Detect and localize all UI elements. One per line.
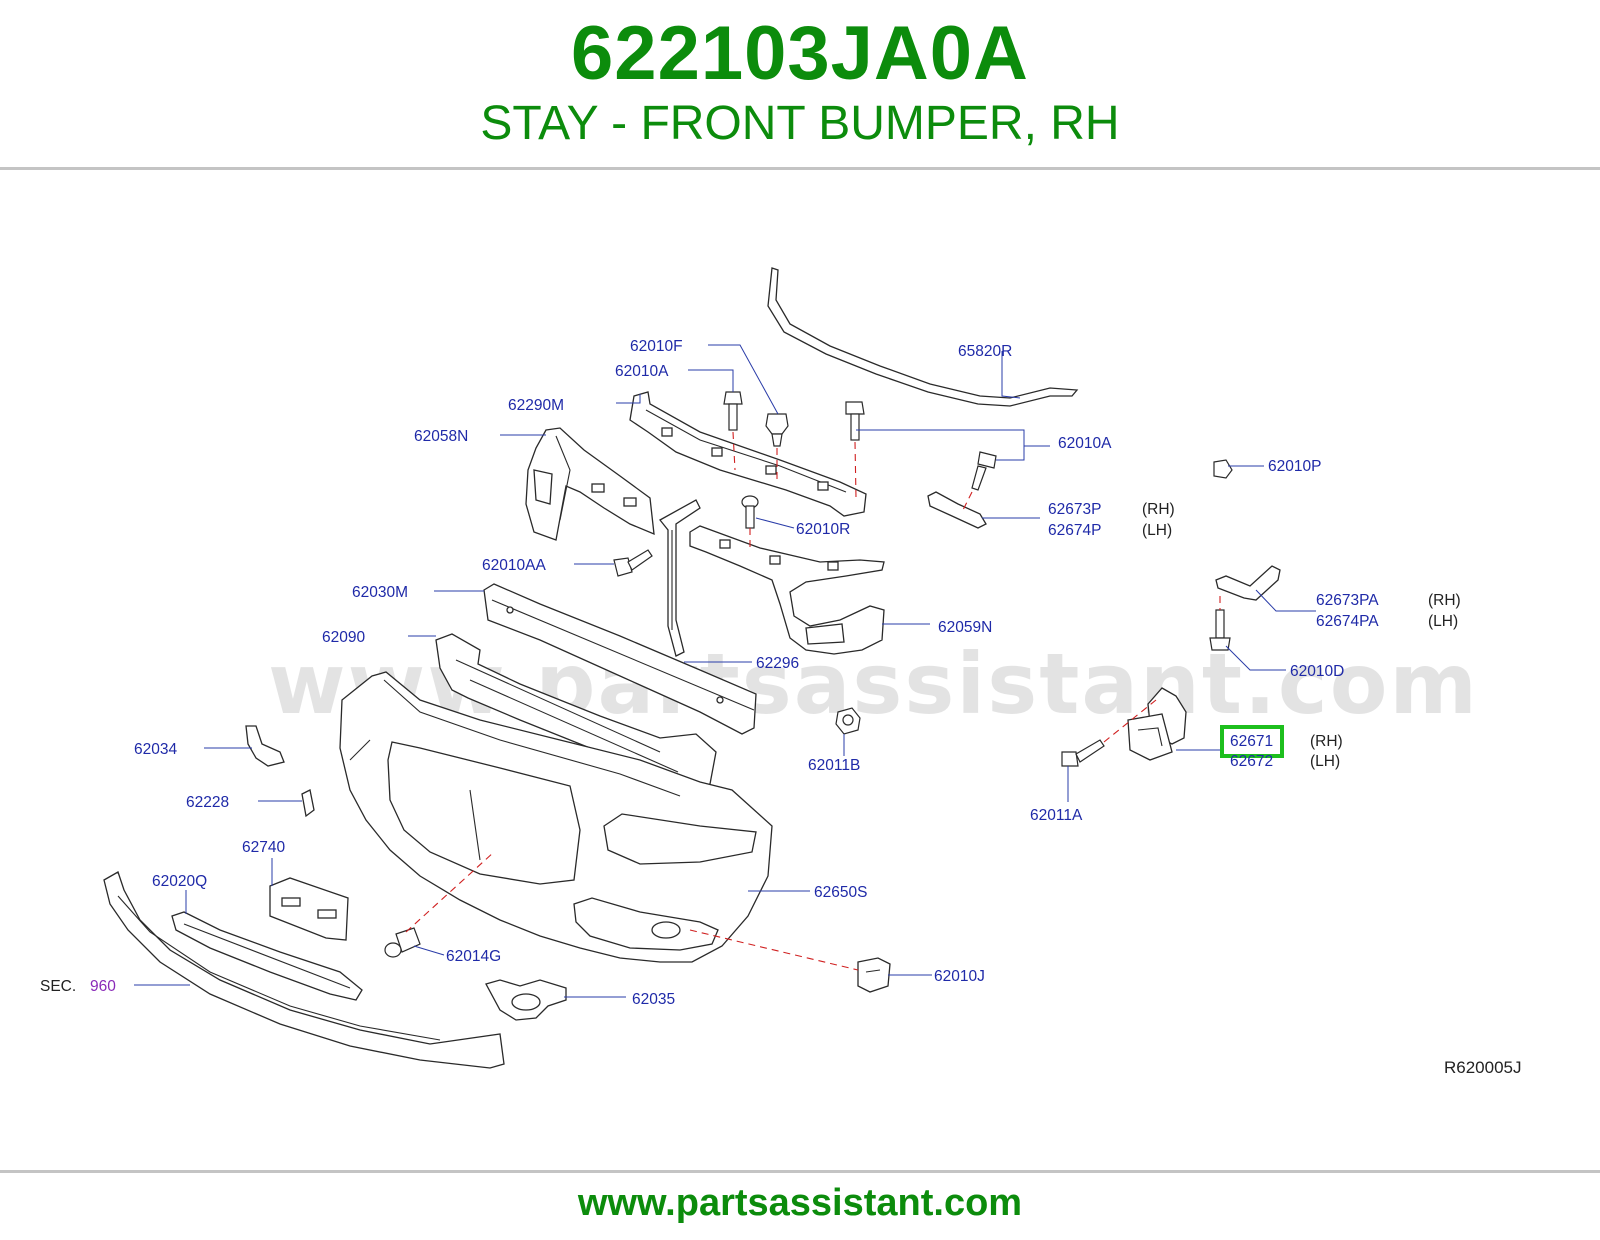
license-bracket-62740	[269, 877, 349, 941]
clip-62010p	[1213, 459, 1233, 479]
label-62010a-right[interactable]: 62010A	[1058, 435, 1112, 452]
alignment-lines	[405, 431, 1221, 971]
label-62011b[interactable]: 62011B	[808, 757, 860, 774]
label-62020q[interactable]: 62020Q	[152, 873, 207, 890]
label-62673p[interactable]: 62673P	[1048, 501, 1101, 518]
clip-62228	[301, 789, 315, 818]
label-62090[interactable]: 62090	[322, 629, 365, 646]
bolt-62010a-2	[845, 401, 865, 441]
stay-62671	[1127, 687, 1187, 761]
label-62010f[interactable]: 62010F	[630, 338, 683, 355]
hook-cover-62034	[245, 725, 285, 767]
side-rh-62671: (RH)	[1310, 733, 1343, 750]
side-lh-62674pa: (LH)	[1428, 613, 1458, 630]
plate-62010j	[857, 957, 891, 993]
label-62010p[interactable]: 62010P	[1268, 458, 1321, 475]
label-62058n[interactable]: 62058N	[414, 428, 468, 445]
fog-finisher-62035	[485, 979, 567, 1021]
trim-strip-65820r	[767, 267, 1079, 407]
upper-retainer-62290m	[629, 391, 867, 517]
label-62650s[interactable]: 62650S	[814, 884, 867, 901]
reinforcement-beam-62030m	[483, 583, 757, 735]
label-62671[interactable]: 62671	[1230, 733, 1273, 750]
header: 622103JA0A STAY - FRONT BUMPER, RH	[0, 0, 1600, 170]
label-62740[interactable]: 62740	[242, 839, 285, 856]
header-divider	[0, 167, 1600, 170]
lower-spoiler	[103, 871, 505, 1069]
clip-62010f	[765, 413, 789, 447]
bracket-62673p	[927, 491, 987, 529]
nut-62011b	[835, 707, 861, 735]
label-62010j[interactable]: 62010J	[934, 968, 985, 985]
label-62672[interactable]: 62672	[1230, 753, 1273, 770]
label-62296[interactable]: 62296	[756, 655, 799, 672]
label-62030m[interactable]: 62030M	[352, 584, 408, 601]
bolt-62010d	[1209, 609, 1231, 651]
bolt-62010aa	[613, 549, 653, 577]
label-62011a[interactable]: 62011A	[1030, 807, 1083, 824]
label-62014g[interactable]: 62014G	[446, 948, 501, 965]
grommet-62014g	[384, 927, 421, 958]
label-62010d[interactable]: 62010D	[1290, 663, 1344, 680]
leader-lines	[134, 344, 1316, 998]
side-rh-62673p: (RH)	[1142, 501, 1175, 518]
label-65820r[interactable]: 65820R	[958, 343, 1012, 360]
label-62673pa[interactable]: 62673PA	[1316, 592, 1379, 609]
label-62059n[interactable]: 62059N	[938, 619, 992, 636]
left-bracket-62058n	[525, 427, 655, 541]
label-62228[interactable]: 62228	[186, 794, 229, 811]
bolt-62010a-1	[723, 391, 743, 431]
label-62035[interactable]: 62035	[632, 991, 675, 1008]
part-labels: 65820R 62010F 62010A 62290M 62058N 62010…	[40, 338, 1522, 1077]
label-62290m[interactable]: 62290M	[508, 397, 564, 414]
label-62674p[interactable]: 62674P	[1048, 522, 1101, 539]
footer-divider	[0, 1170, 1600, 1173]
bracket-62673pa	[1215, 565, 1281, 601]
bolt-62010r	[741, 495, 759, 529]
grille-62020q	[171, 911, 363, 1001]
footer-url[interactable]: www.partsassistant.com	[577, 1182, 1023, 1224]
side-lh-62674p: (LH)	[1142, 522, 1172, 539]
side-rh-62673pa: (RH)	[1428, 592, 1461, 609]
part-name-subtitle: STAY - FRONT BUMPER, RH	[480, 97, 1120, 150]
highlight-box-62671	[1220, 725, 1284, 758]
label-62674pa[interactable]: 62674PA	[1316, 613, 1379, 630]
part-number-title: 622103JA0A	[571, 11, 1029, 96]
side-lh-62672: (LH)	[1310, 753, 1340, 770]
label-62034[interactable]: 62034	[134, 741, 177, 758]
sec-label: SEC.	[40, 978, 76, 995]
label-62010r[interactable]: 62010R	[796, 521, 850, 538]
bumper-fascia-62650s	[339, 671, 773, 963]
bolt-62010a-3	[971, 451, 997, 491]
label-62010a-top[interactable]: 62010A	[615, 363, 669, 380]
sec-number[interactable]: 960	[90, 978, 116, 995]
vertical-stay-62296	[659, 499, 701, 657]
bolt-62011a	[1061, 739, 1105, 767]
diagram-code: R620005J	[1444, 1058, 1522, 1077]
label-62010aa[interactable]: 62010AA	[482, 557, 546, 574]
right-bracket-62059n	[689, 525, 885, 655]
